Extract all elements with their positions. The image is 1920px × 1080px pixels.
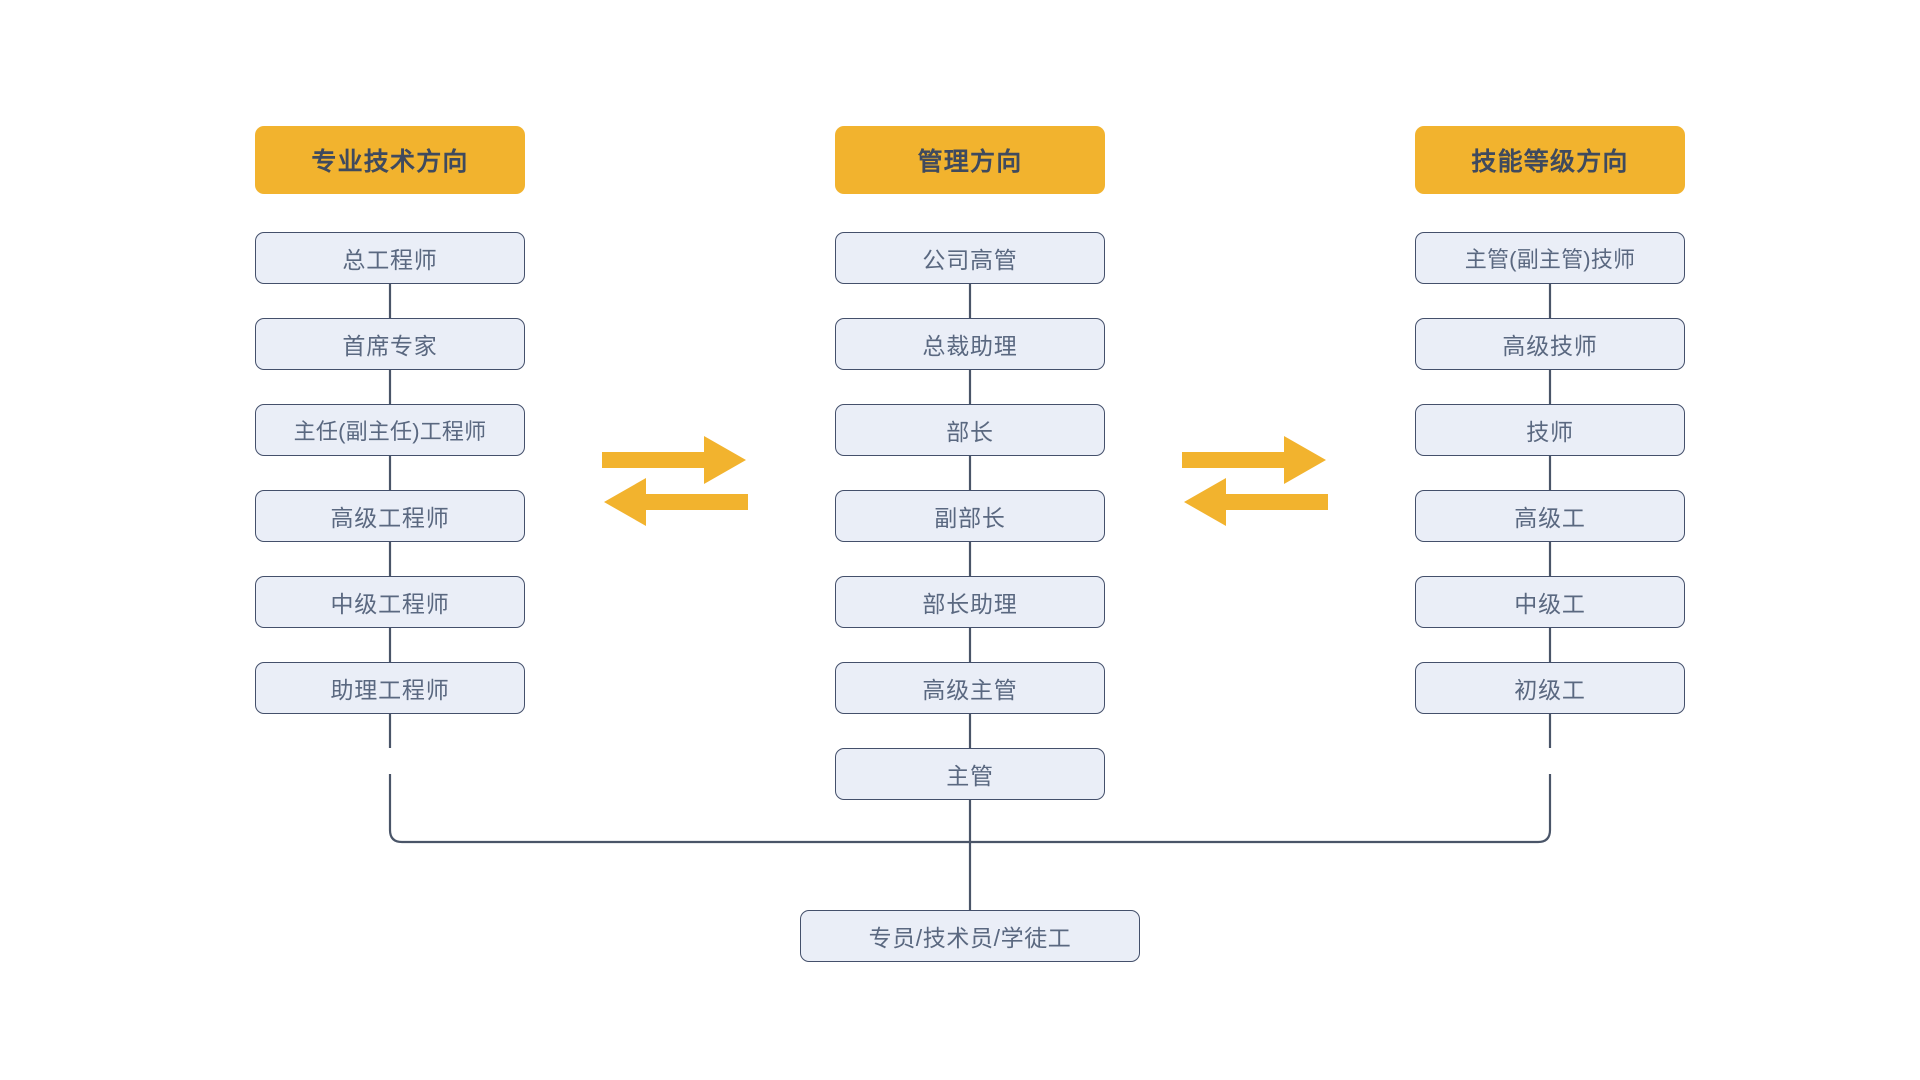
node-skill-5[interactable]: 中级工 (1415, 576, 1685, 628)
node-skill-3[interactable]: 技师 (1415, 404, 1685, 456)
node-management-1[interactable]: 公司高管 (835, 232, 1105, 284)
arrow-right-icon (602, 436, 746, 484)
arrow-left-icon (604, 478, 748, 526)
node-skill-4[interactable]: 高级工 (1415, 490, 1685, 542)
exchange-arrows-technical-management (600, 430, 750, 540)
node-technical-4[interactable]: 高级工程师 (255, 490, 525, 542)
node-management-3[interactable]: 部长 (835, 404, 1105, 456)
exchange-arrows-management-skill (1180, 430, 1330, 540)
column-header-management: 管理方向 (835, 126, 1105, 194)
node-management-7[interactable]: 主管 (835, 748, 1105, 800)
node-skill-1[interactable]: 主管(副主管)技师 (1415, 232, 1685, 284)
node-management-5[interactable]: 部长助理 (835, 576, 1105, 628)
node-skill-6[interactable]: 初级工 (1415, 662, 1685, 714)
arrow-left-icon (1184, 478, 1328, 526)
node-technical-2[interactable]: 首席专家 (255, 318, 525, 370)
node-technical-5[interactable]: 中级工程师 (255, 576, 525, 628)
node-technical-3[interactable]: 主任(副主任)工程师 (255, 404, 525, 456)
node-skill-2[interactable]: 高级技师 (1415, 318, 1685, 370)
column-header-technical: 专业技术方向 (255, 126, 525, 194)
node-technical-6[interactable]: 助理工程师 (255, 662, 525, 714)
node-management-4[interactable]: 副部长 (835, 490, 1105, 542)
column-header-skill: 技能等级方向 (1415, 126, 1685, 194)
node-management-6[interactable]: 高级主管 (835, 662, 1105, 714)
node-technical-1[interactable]: 总工程师 (255, 232, 525, 284)
node-entry-level[interactable]: 专员/技术员/学徒工 (800, 910, 1140, 962)
node-management-2[interactable]: 总裁助理 (835, 318, 1105, 370)
arrow-right-icon (1182, 436, 1326, 484)
